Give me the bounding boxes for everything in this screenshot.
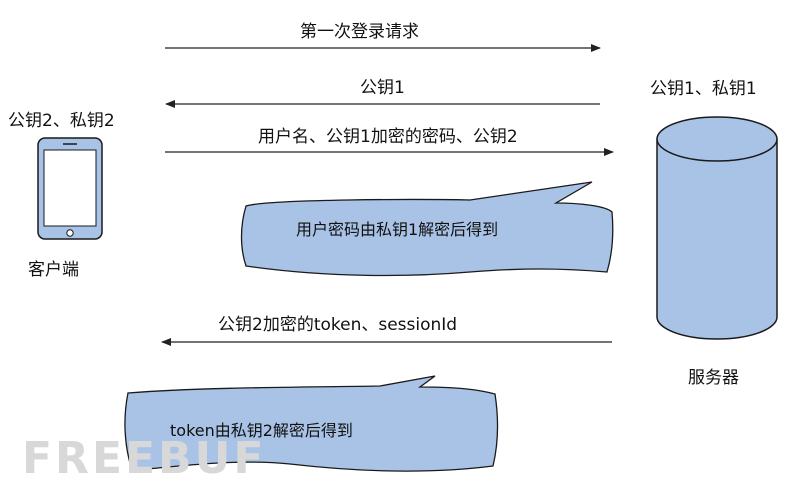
callout-server-decrypt-shape bbox=[240, 181, 614, 277]
watermark: FREEBUF bbox=[22, 433, 267, 484]
callout-client-decrypt-shape bbox=[124, 375, 499, 472]
callout-server-decrypt-text: 用户密码由私钥1解密后得到 bbox=[296, 220, 499, 239]
label-first-login: 第一次登录请求 bbox=[300, 22, 419, 42]
server-name-label: 服务器 bbox=[688, 368, 739, 388]
label-login-payload: 用户名、公钥1加密的密码、公钥2 bbox=[258, 127, 518, 147]
label-token-reply: 公钥2加密的token、sessionId bbox=[218, 315, 458, 335]
client-name-label: 客户端 bbox=[28, 260, 79, 280]
callout-client-decrypt-text: token由私钥2解密后得到 bbox=[170, 421, 353, 440]
label-pubkey1-reply: 公钥1 bbox=[360, 78, 405, 98]
database-cylinder-icon bbox=[656, 116, 778, 340]
client-keys-label: 公钥2、私钥2 bbox=[8, 111, 115, 131]
server-keys-label: 公钥1、私钥1 bbox=[650, 79, 757, 99]
smartphone-icon bbox=[37, 137, 103, 240]
